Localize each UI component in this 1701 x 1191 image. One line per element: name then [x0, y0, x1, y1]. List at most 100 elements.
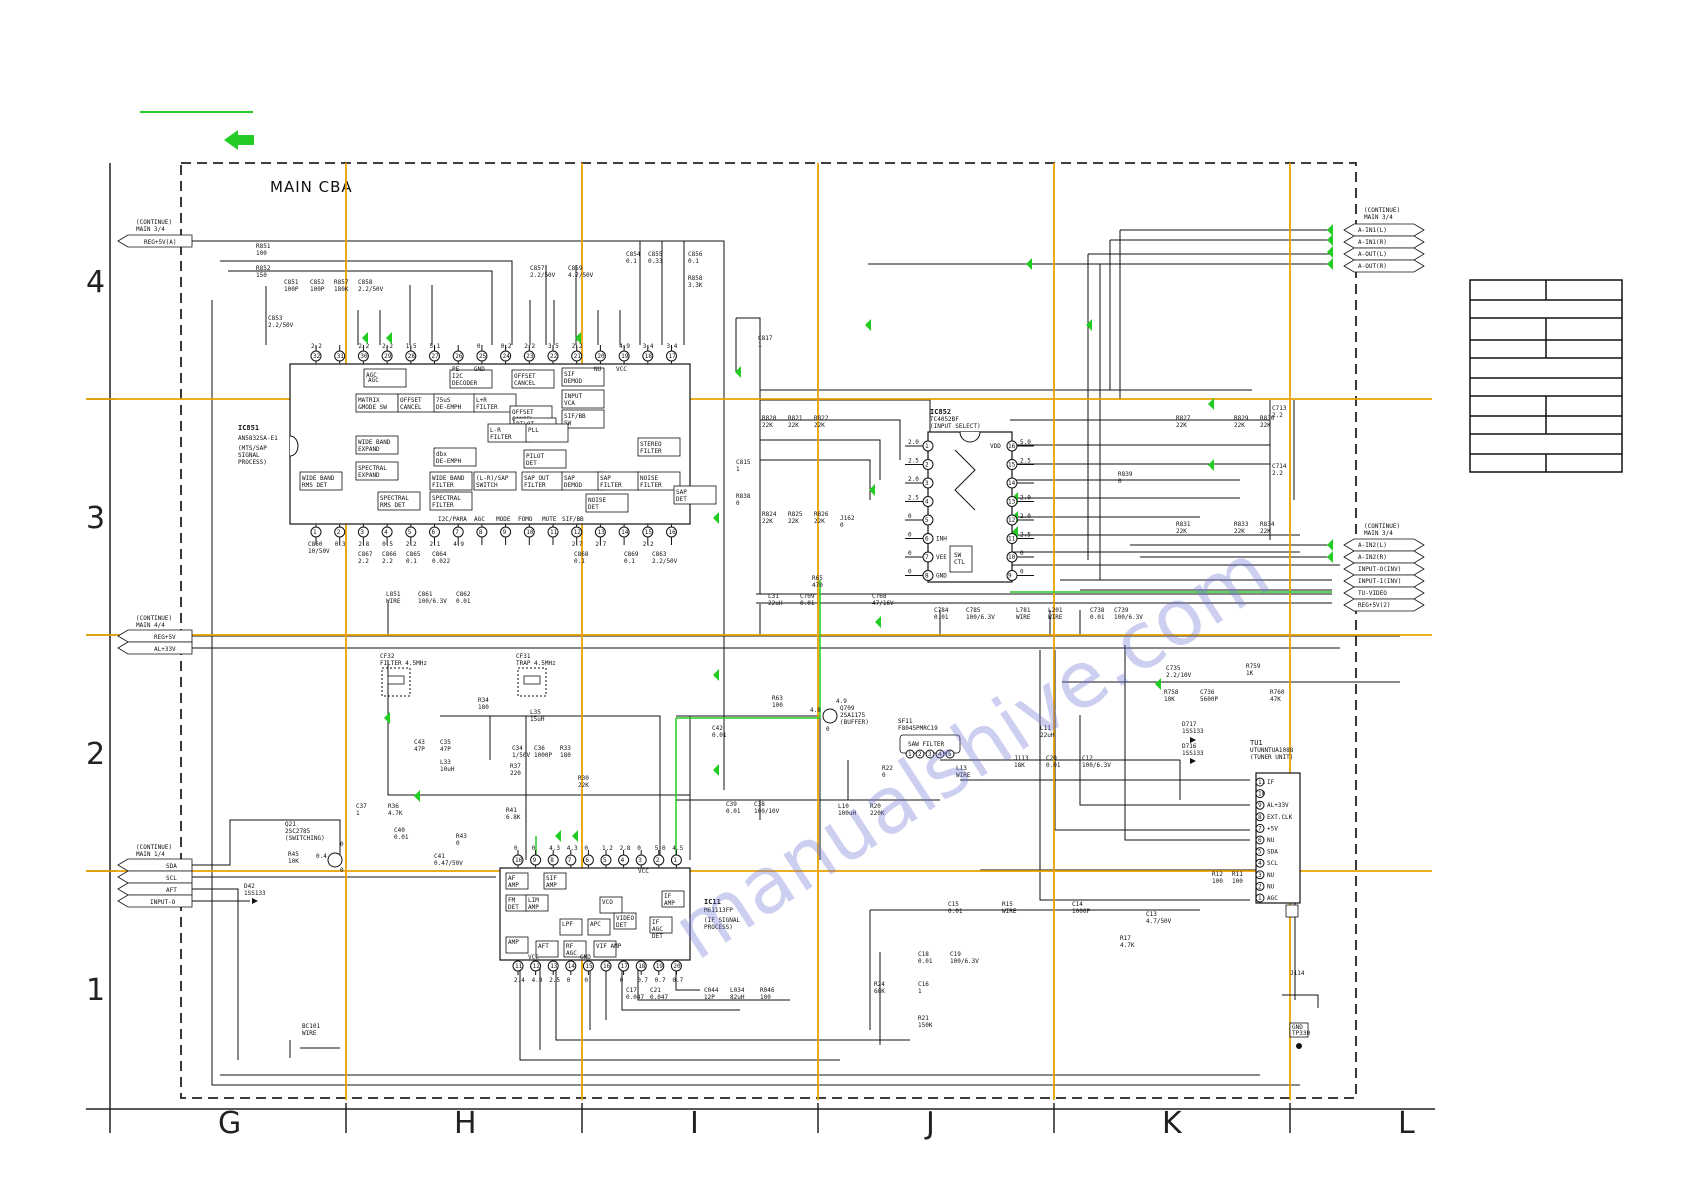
connector-a-in2-l-[interactable]: A-IN2(L)	[1343, 538, 1425, 552]
cf31-trap[interactable]: CF31 TRAP 4.5MHz	[516, 653, 556, 697]
ic851-pin-22: 223.5	[547, 343, 559, 364]
svg-text:MUTE: MUTE	[542, 516, 557, 523]
svg-text:R11: R11	[1232, 871, 1243, 878]
svg-text:5: 5	[603, 857, 607, 864]
ic852-pin-2: 22.5	[905, 458, 934, 470]
connector-scl[interactable]: SCL	[117, 870, 193, 884]
svg-text:2.2: 2.2	[1272, 470, 1283, 477]
connector-sda[interactable]: SDA	[117, 858, 193, 872]
svg-text:13: 13	[1008, 499, 1016, 506]
passive-components: R851100R852150C851100PC852100PR857180KC8…	[256, 243, 1287, 1029]
svg-text:21: 21	[574, 353, 582, 360]
connector-input-o-inv-[interactable]: INPUT-O(INV)	[1343, 562, 1425, 576]
connector-aft[interactable]: AFT	[117, 882, 193, 896]
ic11[interactable]: 1009084.374.36051.242.83025.014.5112.412…	[499, 845, 691, 984]
connector-a-in1-l-[interactable]: A-IN1(L)	[1343, 223, 1425, 237]
svg-text:22K: 22K	[1260, 422, 1271, 429]
svg-text:2.1: 2.1	[430, 541, 441, 548]
svg-text:C735: C735	[1166, 665, 1181, 672]
svg-text:18: 18	[645, 353, 653, 360]
q21-transistor[interactable]: Q21 2SC2785 (SWITCHING) 0 0.4 0	[285, 821, 344, 874]
ic11-block-10: AFT	[535, 940, 559, 958]
svg-text:2.5: 2.5	[1020, 458, 1031, 465]
gnd-testpoint[interactable]: GND TP330	[1289, 1022, 1310, 1049]
svg-text:WIRE: WIRE	[302, 1030, 317, 1037]
ic851-pin-10: 10	[523, 524, 535, 545]
cf32-filter[interactable]: CF32 FILTER 4.5MHz	[380, 653, 427, 697]
connector-reg-5v-2-[interactable]: REG+5V(2)	[1343, 598, 1425, 612]
connector-reg5v[interactable]: REG+5V	[117, 629, 193, 643]
svg-text:2.2: 2.2	[1272, 412, 1283, 419]
svg-text:8: 8	[1258, 814, 1262, 821]
svg-text:2.0: 2.0	[1020, 513, 1031, 520]
ic851-pin-12: 122.7	[571, 524, 583, 548]
svg-text:100P: 100P	[284, 286, 299, 293]
svg-text:9: 9	[1258, 802, 1262, 809]
svg-text:2.2/10V: 2.2/10V	[1166, 672, 1192, 679]
svg-text:C714: C714	[1272, 463, 1287, 470]
svg-text:20: 20	[597, 353, 605, 360]
svg-text:13: 13	[597, 529, 605, 536]
svg-text:R858: R858	[688, 275, 703, 282]
svg-text:7: 7	[1258, 825, 1262, 832]
connector-tu-video[interactable]: TU-VIDEO	[1343, 586, 1425, 600]
svg-text:R827: R827	[1176, 415, 1191, 422]
svg-text:0: 0	[584, 977, 588, 984]
svg-text:22K: 22K	[762, 422, 773, 429]
svg-text:10: 10	[1258, 791, 1266, 798]
svg-text:2.2: 2.2	[406, 541, 417, 548]
back-arrow-icon[interactable]	[224, 130, 254, 150]
connector-al33v[interactable]: AL+33V	[117, 641, 193, 655]
ic851-pin-21: 212.2	[571, 343, 583, 364]
svg-text:R834: R834	[1260, 521, 1275, 528]
svg-text:J162: J162	[840, 515, 855, 522]
connector-a-in1-r-[interactable]: A-IN1(R)	[1343, 235, 1425, 249]
connector-reg5va[interactable]: REG+5V(A)	[117, 234, 193, 248]
row-label-1: 1	[86, 973, 105, 1008]
svg-text:5: 5	[1258, 849, 1262, 856]
svg-text:R33: R33	[560, 745, 571, 752]
svg-text:C856: C856	[688, 251, 703, 258]
svg-text:2.2/50V: 2.2/50V	[652, 558, 678, 565]
connector-a-in2-r-[interactable]: A-IN2(R)	[1343, 550, 1425, 564]
svg-text:C851: C851	[284, 279, 299, 286]
q709-transistor[interactable]: Q709 2SA1175 (BUFFER) 4.9 4.8 0	[810, 698, 869, 733]
ic852-pin-9: 90	[1006, 569, 1034, 581]
connector-input-i-inv-[interactable]: INPUT-I(INV)	[1343, 574, 1425, 588]
right-connector-group-1-label: (CONTINUE)MAIN 3/4	[1364, 207, 1400, 221]
connector-input-o[interactable]: INPUT-O	[117, 894, 193, 908]
svg-text:3.3K: 3.3K	[688, 282, 703, 289]
svg-text:2.5: 2.5	[908, 495, 919, 502]
ic852[interactable]: 12.022.532.042.55060INH70VEE80GND165.0VD…	[905, 431, 1034, 583]
connector-a-out-l-[interactable]: A-OUT(L)	[1343, 247, 1425, 261]
connector-a-out-r-[interactable]: A-OUT(R)	[1343, 259, 1425, 273]
